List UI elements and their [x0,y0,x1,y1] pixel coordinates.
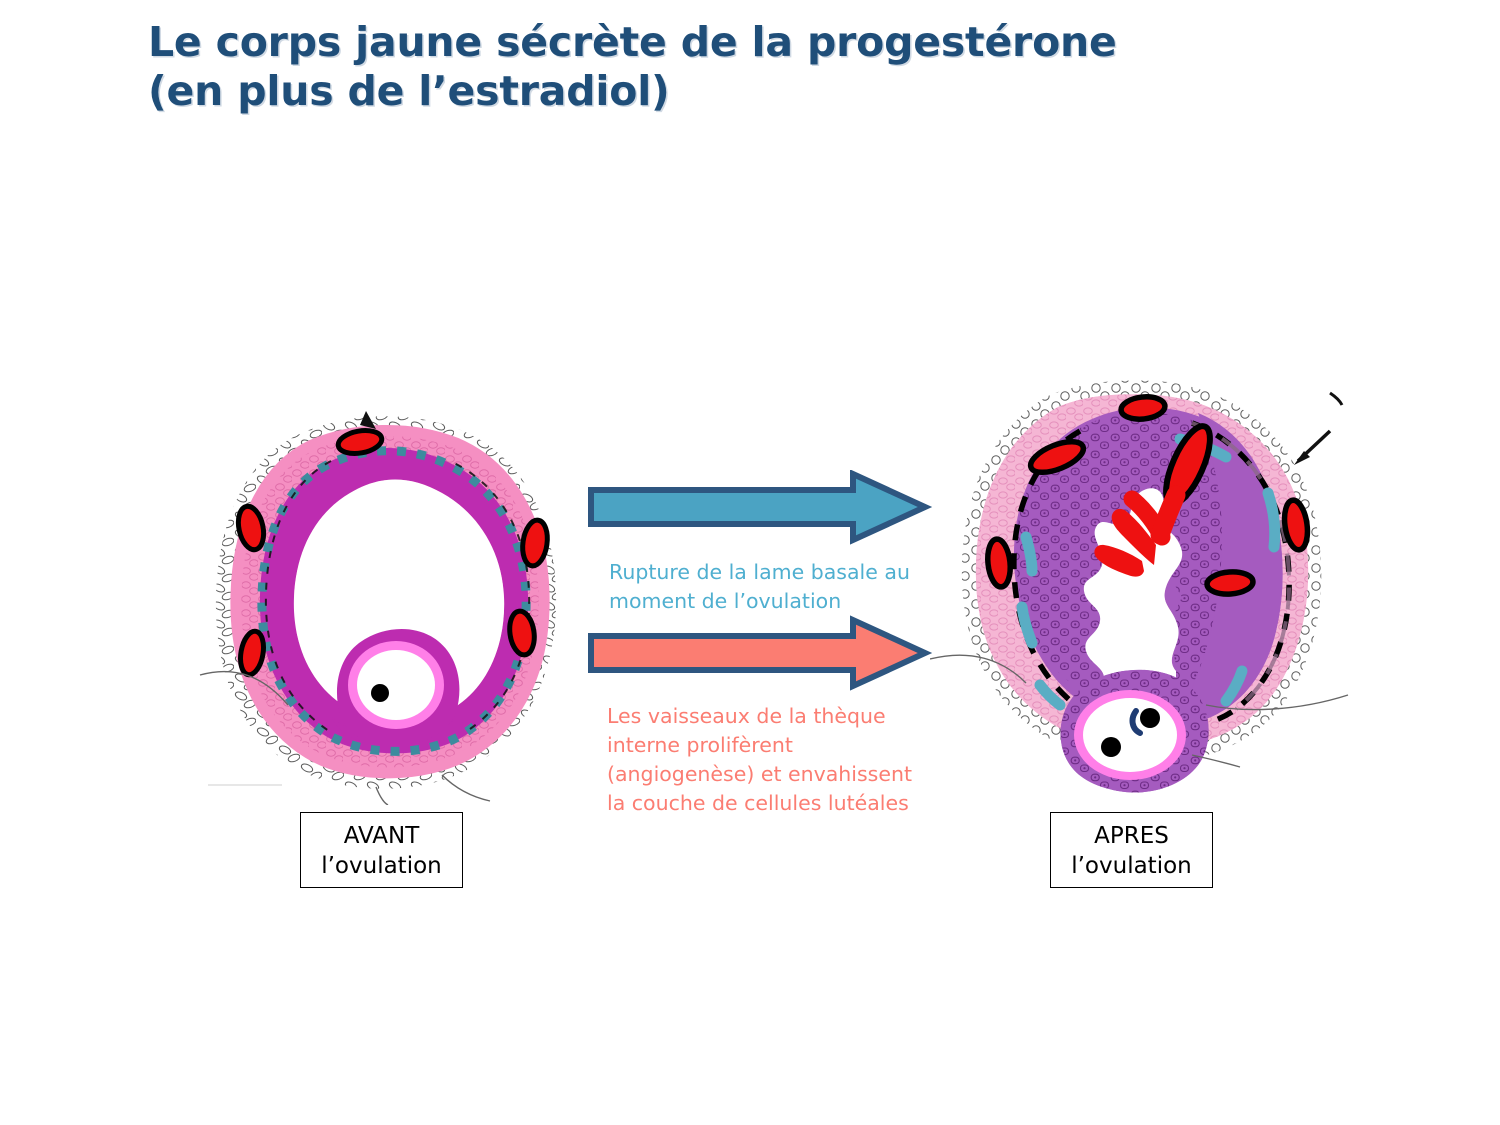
ovary-surface-lines [199,670,491,806]
figure-corpus-luteum-after-ovulation [929,365,1350,805]
blue-caption-text: Rupture de la lame basale au moment de l… [609,560,910,613]
blue-arrow [588,469,933,545]
oocyte-nucleus [371,684,389,702]
oocyte-nucleus [1101,737,1121,757]
blood-vessel [1118,394,1168,422]
ovary-surface-lines [929,654,1349,768]
released-oocyte-group [1060,669,1209,793]
blood-vessel [238,628,266,678]
blood-vessel [1027,438,1087,476]
blood-vessel [335,428,385,456]
collapsed-cavity [1083,488,1183,715]
page-title: Le corps jaune sécrète de la progestéron… [148,18,1117,115]
label-box-avant: AVANT l’ovulation [300,812,463,888]
blood-vessel [1204,569,1256,597]
blood-vessel [507,608,537,658]
salmon-arrow [588,615,933,691]
polar-body [1140,708,1160,728]
blood-vessel [985,536,1013,590]
oocyte-cytoplasm [1083,698,1177,772]
blood-vessel-group [235,428,550,678]
red-caption-text: Les vaisseaux de la thèque interne proli… [607,704,912,815]
transition-arrows [585,469,945,700]
oocyte-cytoplasm [357,650,435,720]
figure-follicle-before-ovulation [190,385,590,806]
blood-vessel [1281,497,1311,553]
pointer-mark [360,411,376,429]
blood-vessel [520,517,550,569]
polar-body-marker [1129,708,1143,736]
pointer-arrow-icon [1294,391,1344,465]
cumulus-oophorus-and-oocyte [336,629,460,746]
blood-vessel [235,503,267,553]
blood-vessel-group [985,394,1311,597]
label-box-apres: APRES l’ovulation [1050,812,1213,888]
invading-blood-vessel [1094,423,1213,577]
